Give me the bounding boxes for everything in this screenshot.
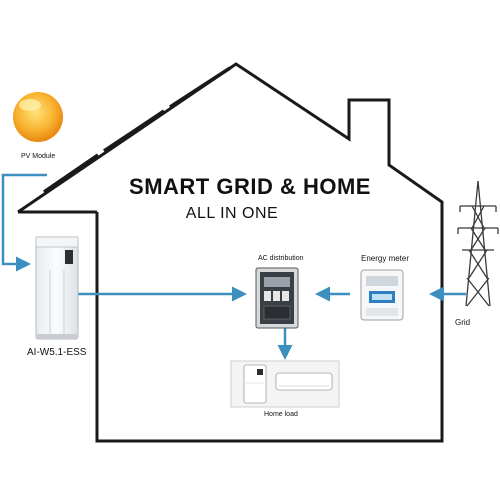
pv-module-label: PV Module xyxy=(21,153,56,160)
flow-pv-to-battery xyxy=(1,173,47,272)
flow-lines xyxy=(1,173,466,360)
ac-distribution-label: AC distribution xyxy=(258,255,304,262)
battery-cabinet-icon xyxy=(35,236,79,340)
energy-meter-label: Energy meter xyxy=(361,254,410,263)
battery-label: AI-W5.1-ESS xyxy=(27,347,87,358)
home-load-panel xyxy=(230,360,340,408)
air-conditioner-icon xyxy=(275,372,333,391)
home-load-label: Home load xyxy=(264,411,298,418)
house-outline xyxy=(17,62,444,443)
ac-distribution-icon xyxy=(255,267,299,329)
transmission-tower-icon xyxy=(457,180,499,307)
diagram-subtitle: ALL IN ONE xyxy=(185,205,279,222)
sun-icon xyxy=(13,92,63,142)
grid-label: Grid xyxy=(455,318,471,327)
roof-solar-panels xyxy=(43,66,231,194)
diagram-title: SMART GRID & HOME xyxy=(129,174,371,199)
energy-meter-icon xyxy=(360,269,404,321)
indoor-unit-icon xyxy=(243,364,267,404)
